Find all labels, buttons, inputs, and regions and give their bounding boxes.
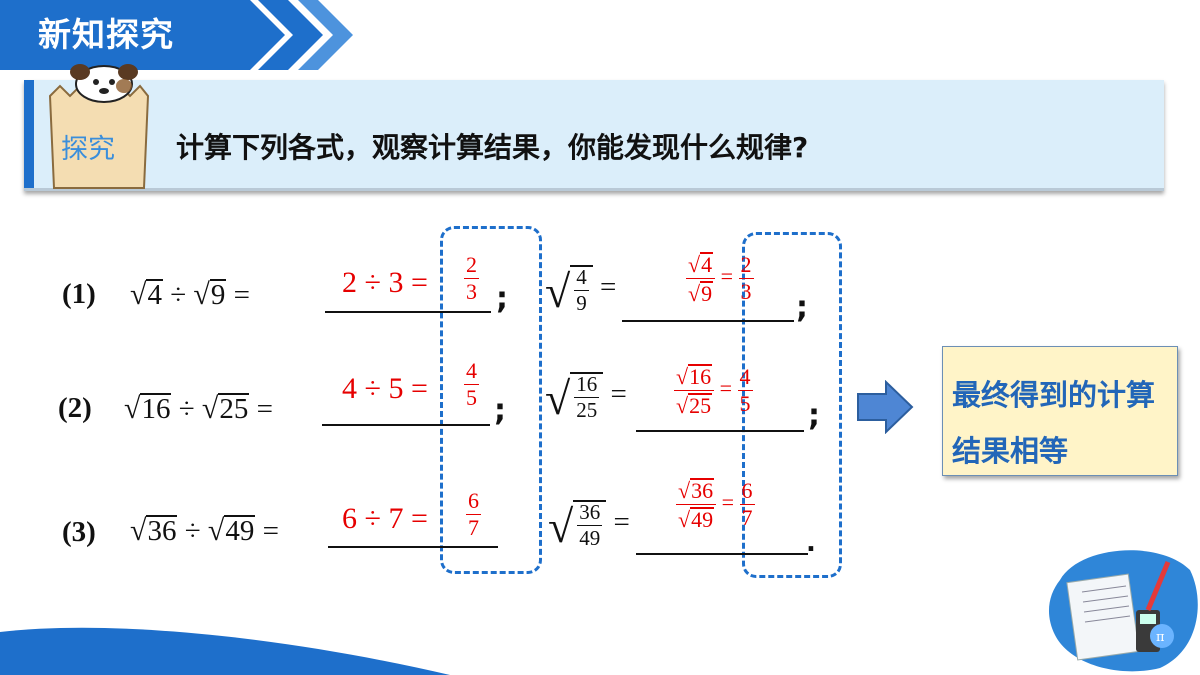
punctuation: . bbox=[806, 528, 816, 558]
answer-integer-division: 6 ÷ 7 = bbox=[342, 502, 428, 535]
expression-division: √36 ÷ √49 = bbox=[130, 514, 279, 547]
explore-badge: 探究 bbox=[61, 134, 115, 165]
math-stationery-icon: π bbox=[1048, 550, 1198, 672]
answer-blank bbox=[622, 320, 794, 322]
answer-integer-division: 4 ÷ 5 = bbox=[342, 372, 428, 405]
expression-division: √4 ÷ √9 = bbox=[130, 278, 250, 311]
answer-blank bbox=[325, 311, 491, 313]
expression-division: √16 ÷ √25 = bbox=[124, 392, 273, 425]
answer-blank bbox=[322, 424, 490, 426]
conclusion-text: 最终得到的计算结果相等 bbox=[952, 378, 1156, 468]
prompt-text: 计算下列各式，观察计算结果，你能发现什么规律? bbox=[176, 131, 809, 164]
punctuation: ; bbox=[494, 393, 506, 428]
punctuation: ; bbox=[496, 281, 508, 316]
row-label: (3) bbox=[62, 516, 96, 548]
prompt-accent bbox=[24, 80, 34, 188]
arrow-right-icon bbox=[857, 380, 914, 434]
answer-blank bbox=[636, 430, 804, 432]
answer-integer-division: 2 ÷ 3 = bbox=[342, 266, 428, 299]
section-title: 新知探究 bbox=[38, 15, 174, 54]
highlight-box-left bbox=[440, 226, 542, 574]
highlight-box-right bbox=[742, 232, 842, 578]
punctuation: ; bbox=[796, 290, 808, 325]
prompt-bar bbox=[24, 80, 1164, 191]
answer-blank bbox=[328, 546, 498, 548]
dog-icon bbox=[70, 64, 138, 103]
chevron-right-icon bbox=[200, 0, 353, 70]
row-label: (1) bbox=[62, 278, 96, 310]
bottom-wave-decoration bbox=[0, 627, 450, 675]
punctuation: ; bbox=[808, 398, 820, 433]
conclusion-box bbox=[942, 346, 1178, 476]
svg-text:π: π bbox=[1156, 630, 1165, 645]
answer-blank bbox=[636, 553, 808, 555]
row-label: (2) bbox=[58, 392, 92, 424]
